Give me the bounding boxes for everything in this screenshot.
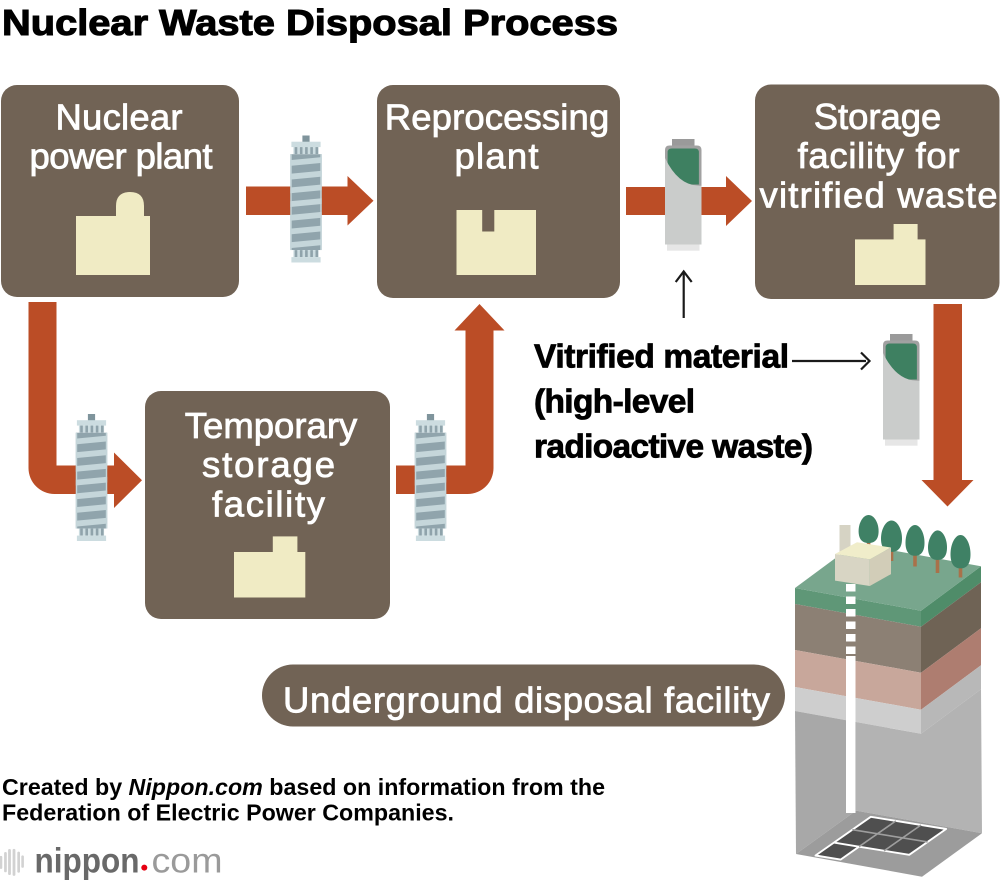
- svg-text:plant: plant: [455, 136, 539, 177]
- svg-text:com: com: [152, 842, 223, 881]
- svg-text:Federation of Electric Power C: Federation of Electric Power Companies.: [2, 800, 454, 826]
- svg-text:radioactive waste): radioactive waste): [534, 429, 813, 466]
- svg-text:nippon: nippon: [35, 842, 140, 881]
- svg-text:Temporary: Temporary: [185, 405, 358, 446]
- svg-text:Underground disposal facility: Underground disposal facility: [283, 680, 771, 721]
- svg-text:vitrified waste: vitrified waste: [760, 174, 998, 215]
- svg-text:Reprocessing: Reprocessing: [385, 97, 610, 138]
- svg-text:Nuclear Waste Disposal Process: Nuclear Waste Disposal Process: [2, 2, 618, 43]
- svg-text:(high-level: (high-level: [534, 384, 695, 421]
- svg-text:Vitrified material: Vitrified material: [534, 339, 789, 376]
- svg-text:Storage: Storage: [814, 96, 942, 137]
- svg-text:Nuclear: Nuclear: [56, 97, 183, 138]
- svg-text:facility for: facility for: [798, 135, 960, 176]
- svg-text:Created by Nippon.com based on: Created by Nippon.com based on informati…: [2, 774, 605, 800]
- svg-text:power plant: power plant: [30, 136, 213, 177]
- svg-text:facility: facility: [212, 483, 326, 524]
